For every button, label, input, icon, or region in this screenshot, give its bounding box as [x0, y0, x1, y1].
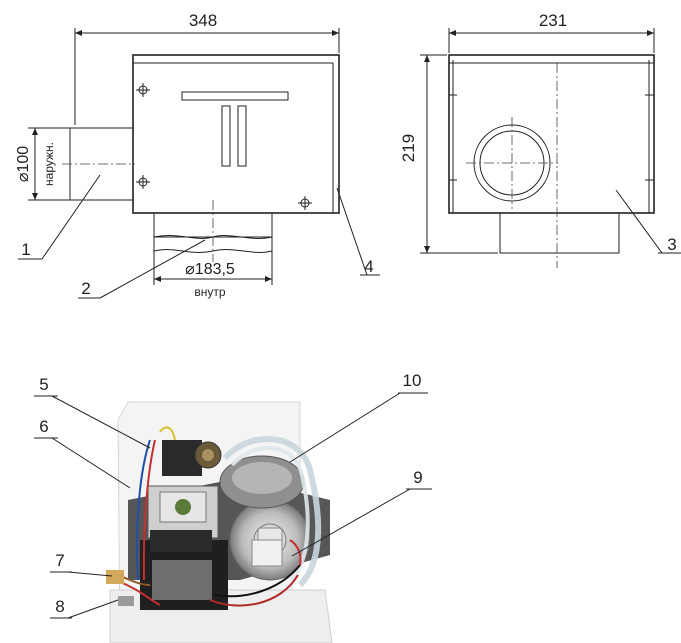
side-view: 231 219 3: [399, 11, 681, 268]
callout-2: 2: [81, 279, 90, 298]
callout-7: 7: [55, 551, 64, 570]
screw-icon: [136, 83, 150, 97]
dim-inlet-note: наружн.: [42, 142, 56, 186]
screw-icon: [449, 94, 654, 181]
dim-outlet-diameter: ⌀183,5: [185, 261, 235, 278]
screw-icon: [136, 175, 150, 189]
front-slot: [181, 91, 289, 101]
side-outlet-pipe: [499, 212, 620, 254]
callout-6: 6: [39, 417, 48, 436]
dim-inlet-diameter: ⌀100: [15, 146, 32, 182]
front-vent-right: [237, 105, 247, 167]
callout-1: 1: [21, 240, 30, 259]
callout-10: 10: [403, 371, 422, 390]
photo-callouts: 5 6 7 8 9 10: [34, 371, 432, 619]
front-vent-left: [221, 105, 231, 167]
front-housing: [132, 54, 340, 214]
dim-outlet-note: внутр: [194, 285, 225, 299]
screw-icon: [298, 196, 312, 210]
dim-side-width: 231: [539, 11, 567, 30]
callout-5: 5: [39, 375, 48, 394]
callout-8: 8: [55, 597, 64, 616]
front-view: 348 ⌀100 наружн. ⌀183,5 внутр 1 2 4: [15, 11, 380, 299]
callout-9: 9: [413, 468, 422, 487]
callout-4: 4: [364, 257, 373, 276]
dim-front-width: 348: [189, 11, 217, 30]
side-housing: [448, 54, 655, 214]
callout-3: 3: [667, 235, 676, 254]
burner-assembly-photo: [106, 401, 333, 643]
dim-height: 219: [399, 134, 418, 162]
